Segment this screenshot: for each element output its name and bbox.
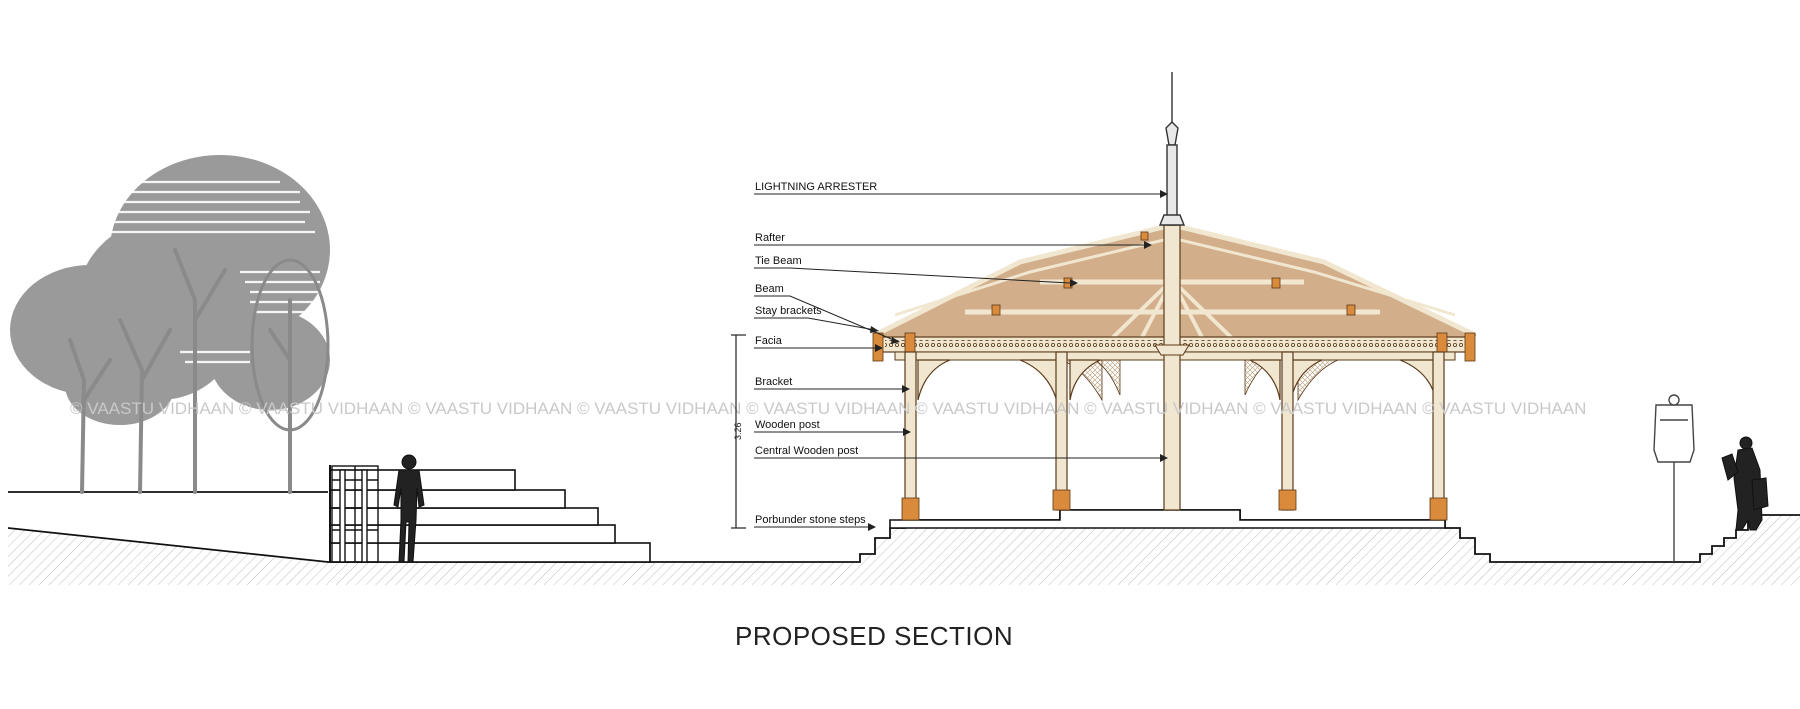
label-tie-beam: Tie Beam <box>755 255 802 267</box>
pavilion <box>872 72 1477 529</box>
label-lightning-arrester: LIGHTNING ARRESTER <box>755 181 877 193</box>
label-central-wooden-post: Central Wooden post <box>755 445 858 457</box>
label-stay-brackets: Stay brackets <box>755 305 822 317</box>
lightning-arrester <box>1158 72 1186 226</box>
person-standing <box>393 454 425 563</box>
drawing-caption: PROPOSED SECTION <box>735 621 1013 651</box>
label-wooden-post: Wooden post <box>755 419 820 431</box>
ground-line <box>7 509 1800 563</box>
dimension-value: 3.26 <box>733 422 743 440</box>
central-wooden-post <box>1163 224 1181 511</box>
signboard <box>1653 394 1695 562</box>
leader-lines <box>754 193 1160 528</box>
label-rafter: Rafter <box>755 232 785 244</box>
labels: LIGHTNING ARRESTER Rafter Tie Beam Beam … <box>755 181 877 526</box>
label-bracket: Bracket <box>755 376 792 388</box>
railing <box>331 465 379 563</box>
label-facia: Facia <box>755 335 783 347</box>
dimension-line <box>731 334 746 529</box>
trees <box>10 155 330 494</box>
watermark: © VAASTU VIDHAAN © VAASTU VIDHAAN © VAAS… <box>70 399 1586 418</box>
person-with-child <box>1721 436 1769 531</box>
label-beam: Beam <box>755 283 784 295</box>
label-porbunder-stone-steps: Porbunder stone steps <box>755 514 866 526</box>
plinth <box>889 509 1446 529</box>
